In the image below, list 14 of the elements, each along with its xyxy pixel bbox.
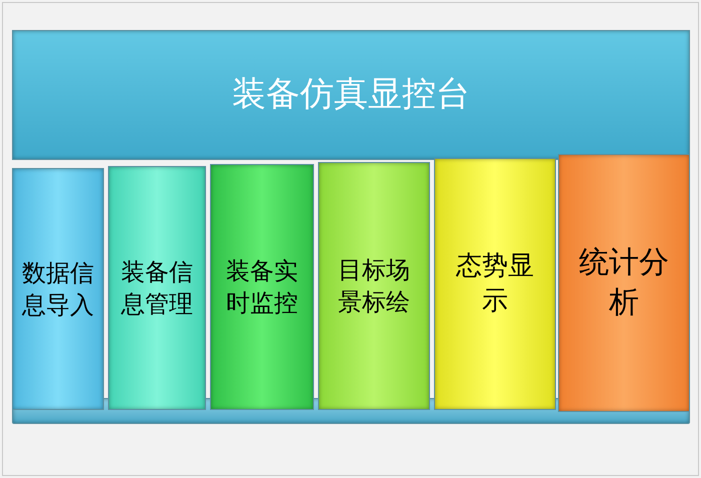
module-label: 目标场景标绘: [337, 254, 411, 318]
module-label: 装备实时监控: [225, 256, 299, 319]
title-band: [12, 30, 690, 160]
module-box: [108, 166, 206, 410]
title-text: 装备仿真显控台: [231, 73, 471, 116]
module-label: 装备信息管理: [120, 256, 194, 320]
module-label: 态势显示: [454, 250, 535, 318]
module-label: 统计分析: [578, 244, 670, 322]
module-box: [558, 154, 690, 412]
module-box: [318, 162, 430, 410]
module-label: 数据信息导入: [21, 258, 95, 321]
module-box: [12, 168, 104, 410]
module-box: [210, 164, 314, 410]
module-box: [434, 158, 556, 410]
